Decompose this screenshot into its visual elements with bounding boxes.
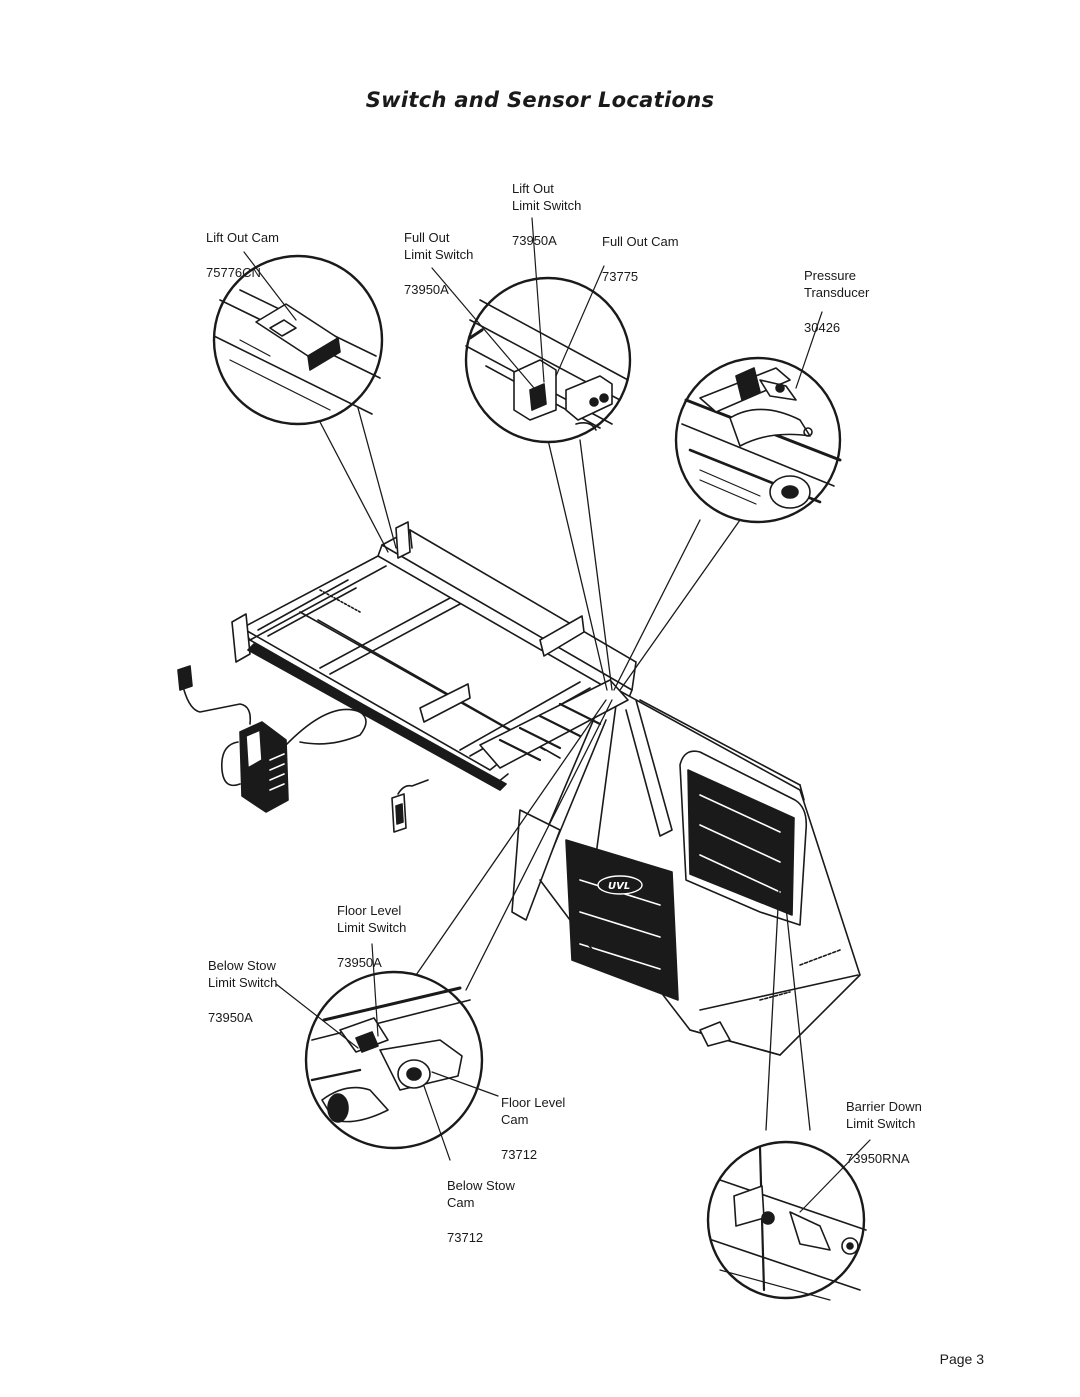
label-full-out-limit-switch: Full Out Limit Switch 73950A [404,211,473,316]
label-name: Below Stow Limit Switch [208,957,278,991]
pendant-control [391,779,429,833]
label-pressure-transducer: Pressure Transducer 30426 [804,249,869,354]
label-part-number: 73950A [404,282,449,297]
label-name: Floor Level Cam [501,1094,566,1128]
callout-leaders [319,407,811,1131]
label-below-stow-limit-switch: Below Stow Limit Switch 73950A [208,939,277,1044]
label-lift-out-cam: Lift Out Cam 75776CN [206,211,279,299]
detail-pressure-transducer [674,356,842,524]
detail-barrier-down-switch [706,1140,867,1301]
detail-floor-level-switch [304,970,484,1150]
label-full-out-cam: Full Out Cam 73775 [602,215,679,303]
label-name: Floor Level Limit Switch [337,902,407,936]
label-floor-level-cam: Floor Level Cam 73712 [501,1076,565,1181]
label-part-number: 73950A [512,233,557,248]
detail-lift-out-cam [212,254,384,426]
label-pointers [243,217,871,1213]
label-floor-level-limit-switch: Floor Level Limit Switch 73950A [337,884,406,989]
label-name: Full Out Cam [602,233,679,249]
platform: UVL [479,679,861,1056]
label-lift-out-limit-switch: Lift Out Limit Switch 73950A [512,162,581,267]
lift-frame [231,521,637,791]
platform-logo: UVL [608,881,630,892]
label-below-stow-cam: Below Stow Cam 73712 [447,1159,515,1264]
label-name: Full Out Limit Switch [404,229,474,263]
label-name: Lift Out Limit Switch [512,180,582,214]
label-part-number: 73950A [337,955,382,970]
label-part-number: 73712 [447,1230,484,1245]
label-barrier-down-limit-switch: Barrier Down Limit Switch 73950RNA [846,1080,922,1185]
label-part-number: 73775 [602,268,639,284]
label-part-number: 75776CN [206,264,261,280]
label-part-number: 73950RNA [846,1151,910,1166]
detail-full-out-switch [464,276,632,444]
label-part-number: 73950A [208,1010,253,1025]
label-name: Pressure Transducer [804,267,870,301]
hydraulic-pump-unit [177,665,367,813]
page-title: Switch and Sensor Locations [365,88,715,112]
label-part-number: 30426 [804,320,841,335]
page-number: Page 3 [939,1351,984,1367]
label-name: Lift Out Cam [206,229,279,245]
label-part-number: 73712 [501,1147,538,1162]
label-name: Below Stow Cam [447,1177,515,1211]
label-name: Barrier Down Limit Switch [846,1098,922,1132]
